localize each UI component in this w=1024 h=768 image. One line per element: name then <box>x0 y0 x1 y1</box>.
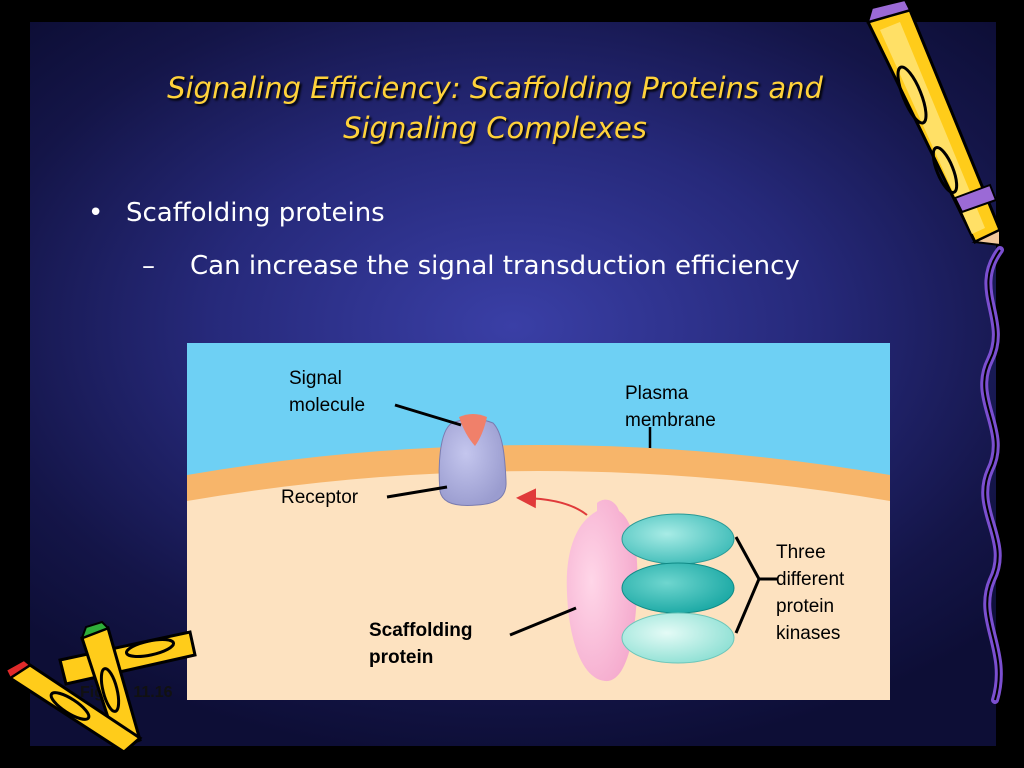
signal-molecule <box>459 414 487 446</box>
slide-title: Signaling Efficiency: Scaffolding Protei… <box>90 68 900 148</box>
title-line-2: Signaling Complexes <box>343 111 647 145</box>
receptor-protein <box>438 418 507 506</box>
label-line: kinases <box>776 623 841 644</box>
protein-kinase-1 <box>621 513 735 565</box>
signal-leader-line <box>394 403 462 427</box>
kinases-label: Three different protein kinases <box>776 539 844 647</box>
label-line: membrane <box>625 410 716 431</box>
signal-molecule-label: Signal molecule <box>289 365 365 419</box>
label-line: Scaffolding <box>369 620 473 641</box>
figure-number: Figure 11.16 <box>80 684 173 701</box>
plasma-membrane <box>187 445 890 501</box>
bullet-marker: • <box>88 198 104 228</box>
bullet-text: Scaffolding proteins <box>126 198 385 228</box>
kinase-bracket <box>734 536 777 634</box>
label-line: different <box>776 569 845 590</box>
protein-kinase-3 <box>621 612 735 664</box>
label-line: Signal <box>289 368 342 389</box>
receptor-leader-line <box>386 485 448 499</box>
title-line-1: Signaling Efficiency: Scaffolding Protei… <box>167 71 823 105</box>
receptor-label: Receptor <box>281 487 359 508</box>
sub-bullet-marker: – <box>142 251 155 281</box>
label-line: protein <box>776 596 835 617</box>
sub-bullet-text: Can increase the signal transduction eff… <box>190 251 800 281</box>
protein-kinase-2 <box>621 562 735 614</box>
label-line: molecule <box>289 395 366 416</box>
scaffolding-protein-label: Scaffolding protein <box>369 617 472 671</box>
label-line: protein <box>369 647 434 668</box>
scaffold-leader-line <box>509 606 577 637</box>
plasma-membrane-label: Plasma membrane <box>625 380 716 434</box>
diagram-canvas <box>187 343 890 700</box>
label-line: Three <box>776 542 826 563</box>
activation-arrow <box>516 488 588 516</box>
label-line: Plasma <box>625 383 689 404</box>
scaffold-diagram: Signal molecule Plasma membrane Receptor… <box>187 343 890 700</box>
bullet-item: • Scaffolding proteins <box>88 198 385 228</box>
sub-bullet-item: – Can increase the signal transduction ef… <box>142 251 800 281</box>
scaffolding-protein <box>566 499 638 682</box>
